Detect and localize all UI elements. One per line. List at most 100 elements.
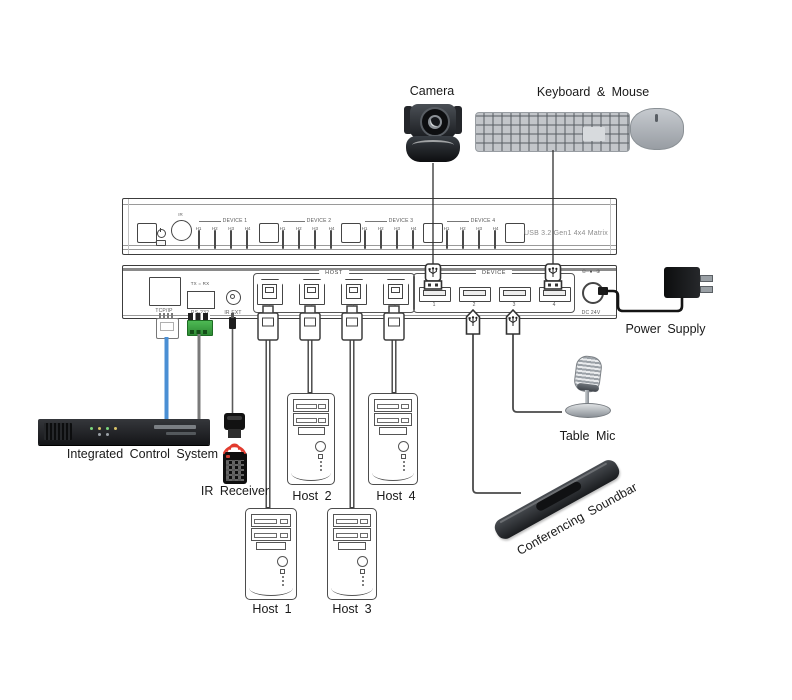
power-button xyxy=(137,223,157,243)
camera-arm xyxy=(404,106,413,134)
power-supply-label: Power Supply xyxy=(625,322,706,336)
divider-line xyxy=(198,220,221,222)
soundbar-cable xyxy=(472,330,521,494)
ir-receiver-label: IR Receiver xyxy=(200,484,270,498)
device-group-label: DEVICE 3 xyxy=(388,218,414,224)
panel-end-seam xyxy=(610,199,611,254)
panel-top-face xyxy=(123,268,616,271)
panel-groove xyxy=(123,204,616,205)
rack-grille xyxy=(44,423,72,440)
host-led: H1 xyxy=(357,226,372,249)
device-4-select-button xyxy=(505,223,525,243)
divider-line xyxy=(364,220,387,222)
camera-base xyxy=(406,136,460,162)
ir-ext-jack xyxy=(226,290,241,305)
device-group-label: DEVICE 1 xyxy=(222,218,248,224)
phoenix-connector xyxy=(187,320,213,336)
rs232-direction-label: TX = RX xyxy=(190,281,210,286)
dc-label: DC 24V xyxy=(581,310,601,316)
host-led: H3 xyxy=(390,226,405,249)
usb-b-port-3 xyxy=(341,279,367,305)
plug-prong xyxy=(700,275,713,282)
divider-line xyxy=(282,220,305,222)
device-group-label: DEVICE 4 xyxy=(470,218,496,224)
ir-window-label: IR xyxy=(178,212,183,217)
port-number: 1 xyxy=(432,302,436,308)
tcpip-port xyxy=(149,277,181,306)
ir-ext-plug xyxy=(229,313,236,329)
panel-groove xyxy=(123,249,616,250)
keyboard-mouse-label: Keyboard & Mouse xyxy=(536,85,650,99)
control-system xyxy=(38,419,210,445)
host-led: H4 xyxy=(406,226,421,249)
host-led: H4 xyxy=(488,226,503,249)
host-tower-1 xyxy=(245,508,297,600)
host-led: H2 xyxy=(373,226,388,249)
ir-remote xyxy=(223,452,247,484)
usb-a-port-4 xyxy=(539,287,571,302)
remote-keys xyxy=(226,460,244,481)
device-group-label: DEVICE 2 xyxy=(306,218,332,224)
camera xyxy=(404,102,462,164)
rack-display xyxy=(154,425,196,429)
port-number: 1 xyxy=(267,304,271,310)
port-number: 4 xyxy=(552,302,556,308)
device-group-2: DEVICE 2 H1 H2 H3 H4 xyxy=(275,217,339,249)
host-led: H3 xyxy=(224,226,239,249)
port-number: 4 xyxy=(393,304,397,310)
mic-cable xyxy=(512,330,562,413)
device-group-4: DEVICE 4 H1 H2 H3 H4 xyxy=(439,217,503,249)
host-tower-3 xyxy=(327,508,377,600)
host-3-label: Host 3 xyxy=(332,602,372,616)
ir-receiver-head xyxy=(224,413,245,430)
rear-panel: TCP/IP TX = RX RS-232 IR EXT HOST 1 2 3 … xyxy=(122,265,617,319)
device-2-select-button xyxy=(341,223,361,243)
host-led: H4 xyxy=(240,226,255,249)
table-mic xyxy=(560,354,612,422)
mouse xyxy=(630,108,684,150)
usb-b-port-4 xyxy=(383,279,409,305)
mic-stem xyxy=(585,390,589,405)
panel-groove xyxy=(123,315,616,316)
rj45-connector xyxy=(156,318,179,339)
phoenix-screws xyxy=(188,313,210,321)
device-group-3: DEVICE 3 H1 H2 H3 H4 xyxy=(357,217,421,249)
keyboard xyxy=(475,112,630,152)
rs232-port xyxy=(187,291,215,309)
port-number: 3 xyxy=(512,302,516,308)
power-led xyxy=(156,240,166,246)
front-panel: IR DEVICE 1 H1 H2 H3 H4 DEVICE 2 H1 H2 H… xyxy=(122,198,617,255)
plug-prong xyxy=(700,286,713,293)
host-tower-4 xyxy=(368,393,418,485)
usb-b-port-2 xyxy=(299,279,325,305)
dc-polarity-icon: ⊖─●─⊕ xyxy=(581,269,601,275)
dc-power-plug xyxy=(598,287,608,295)
port-number: 2 xyxy=(472,302,476,308)
power-icon xyxy=(157,228,166,238)
power-adapter xyxy=(664,267,713,298)
usb-a-port-1 xyxy=(419,287,451,302)
host-tower-2 xyxy=(287,393,335,485)
host-led: H4 xyxy=(324,226,339,249)
device-section: DEVICE xyxy=(413,270,575,313)
ir-window xyxy=(171,220,192,241)
host-section-label: HOST xyxy=(319,270,349,276)
device-section-label: DEVICE xyxy=(475,270,513,276)
control-system-label: Integrated Control System xyxy=(66,447,219,461)
ir-receiver-neck xyxy=(228,429,241,438)
panel-groove xyxy=(123,245,616,246)
camera-arm xyxy=(453,106,462,134)
host-led: H2 xyxy=(455,226,470,249)
host-led: H1 xyxy=(275,226,290,249)
rack-leds xyxy=(90,427,93,430)
host-4-label: Host 4 xyxy=(376,489,416,503)
host-led: H2 xyxy=(291,226,306,249)
remote-power-key xyxy=(226,455,230,458)
usb-a-port-2 xyxy=(459,287,491,302)
host-1-label: Host 1 xyxy=(252,602,292,616)
port-number: 3 xyxy=(351,304,355,310)
device-1-select-button xyxy=(259,223,279,243)
panel-end-seam xyxy=(128,199,129,254)
model-text: USB 3.2 Gen1 4x4 Matrix xyxy=(524,230,608,237)
